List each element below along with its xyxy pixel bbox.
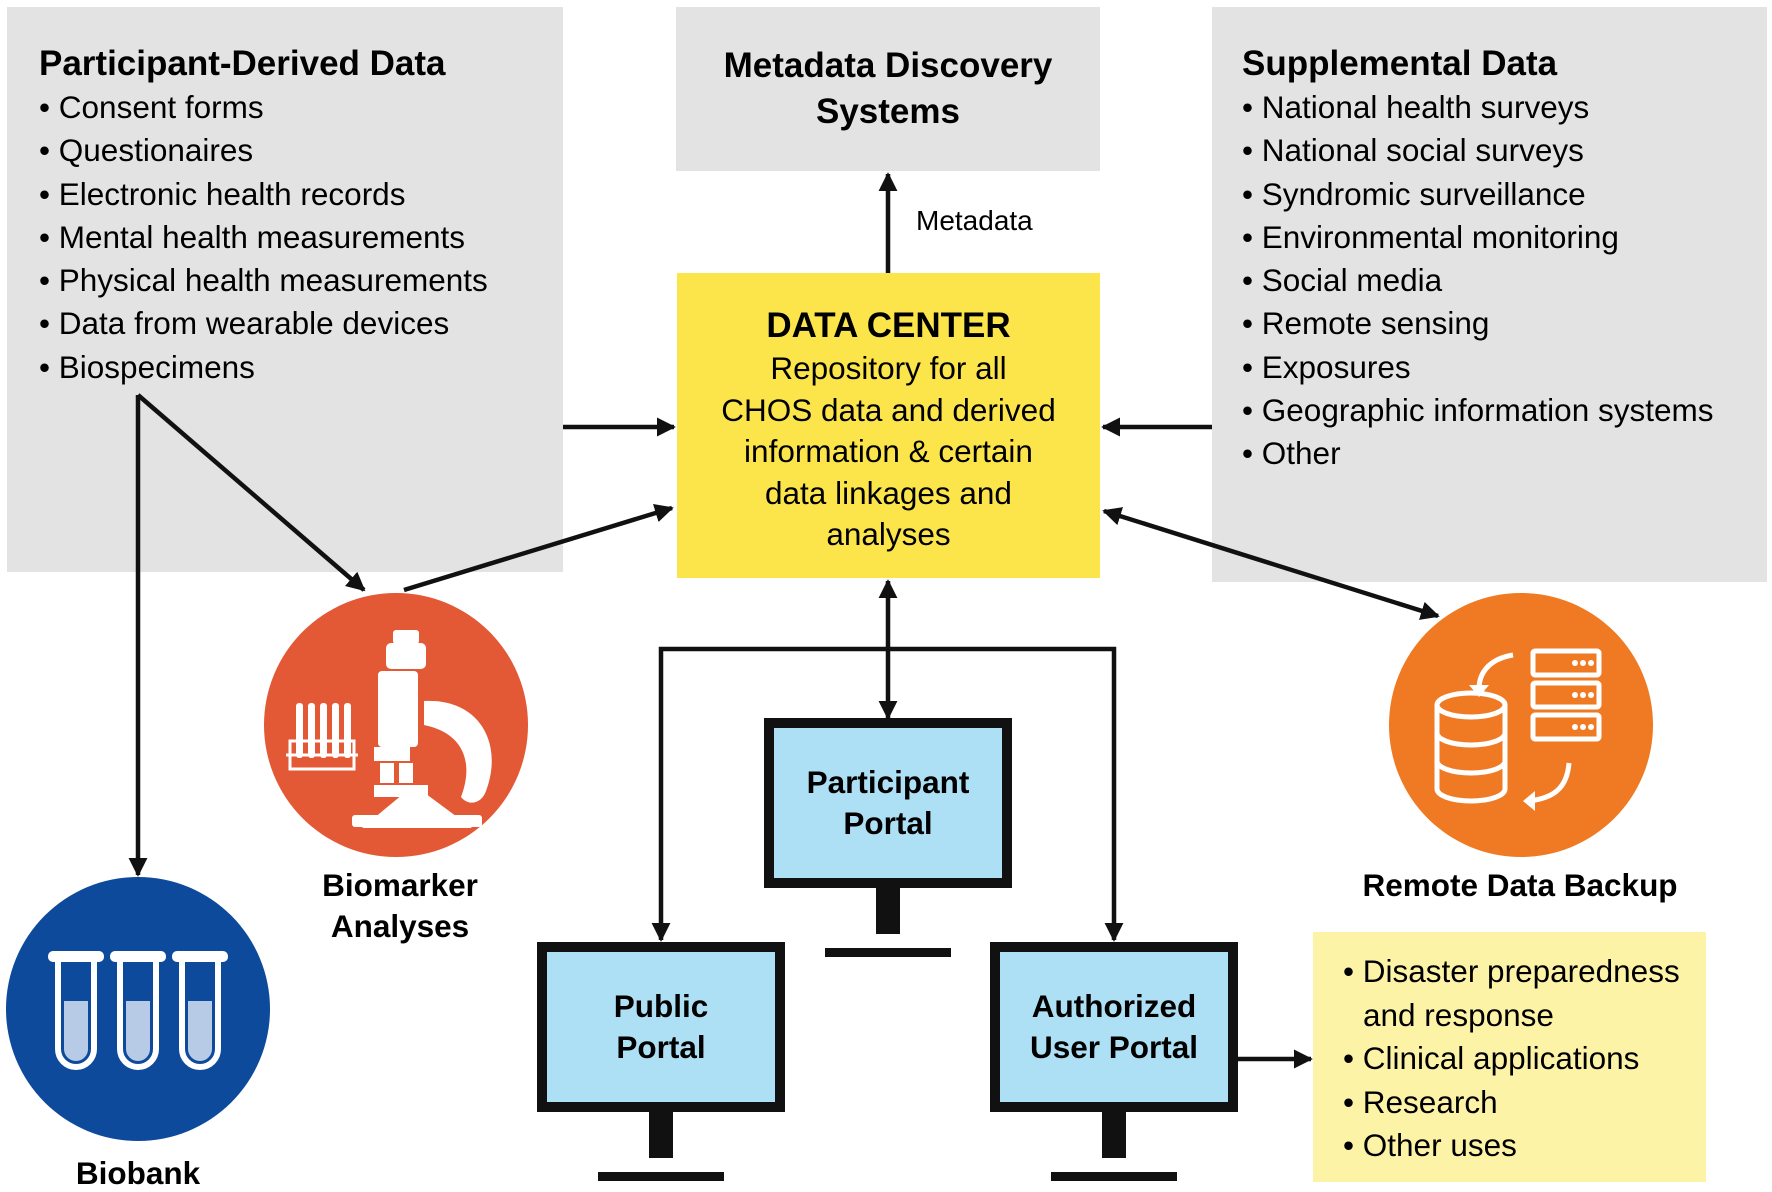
biobank-label: Biobank: [75, 1155, 201, 1191]
arrow-to-authorized-portal: [888, 646, 1124, 942]
arrow-biomarker-to-datacenter: [403, 503, 674, 593]
list-item: Environmental monitoring: [1242, 216, 1767, 259]
list-item: Biospecimens: [39, 346, 563, 389]
authorized-user-portal-monitor: Authorized User Portal: [990, 942, 1238, 1186]
biomarker-label-line2: Analyses: [330, 908, 470, 944]
list-item: Mental health measurements: [39, 216, 563, 259]
arrow-to-public-portal: [651, 646, 888, 942]
participant-portal-screen: Participant Portal: [764, 718, 1012, 888]
list-item: Electronic health records: [39, 173, 563, 216]
data-uses-box: Disaster preparedness and response Clini…: [1313, 932, 1706, 1182]
metadata-systems-title: Metadata Discovery Systems: [724, 43, 1053, 135]
metadata-systems-title-line2: Systems: [816, 92, 960, 131]
remote-data-backup-node: [1389, 593, 1653, 857]
data-center-title: DATA CENTER: [766, 306, 1011, 345]
list-item: Data from wearable devices: [39, 302, 563, 345]
supplemental-data-list: National health surveys National social …: [1242, 86, 1767, 476]
authorized-portal-line1: Authorized: [1031, 988, 1197, 1024]
public-portal-line2: Portal: [616, 1029, 706, 1065]
data-center-desc-line: data linkages and: [765, 474, 1012, 511]
test-tubes-icon: [48, 951, 228, 1070]
metadata-arrow-label: Metadata: [916, 205, 1033, 236]
database-server-icon: [1434, 648, 1602, 811]
participant-portal-label: Participant Portal: [807, 762, 970, 844]
authorized-portal-line2: User Portal: [1029, 1029, 1199, 1065]
participant-portal-line1: Participant: [806, 764, 970, 800]
public-portal-monitor: Public Portal: [537, 942, 785, 1186]
data-center-box: DATA CENTER Repository for all CHOS data…: [677, 273, 1100, 578]
public-portal-line1: Public: [613, 988, 709, 1024]
monitor-stand: [876, 888, 900, 934]
list-item: Disaster preparedness: [1343, 950, 1706, 994]
public-portal-screen: Public Portal: [537, 942, 785, 1112]
supplemental-data-title: Supplemental Data: [1242, 44, 1558, 83]
monitor-base: [1051, 1172, 1177, 1181]
list-item-continuation: and response: [1363, 996, 1554, 1033]
participant-derived-data-panel: Participant-Derived Data Consent forms Q…: [7, 7, 563, 572]
metadata-discovery-systems-box: Metadata Discovery Systems: [676, 7, 1100, 171]
list-item: Physical health measurements: [39, 259, 563, 302]
list-item: Remote sensing: [1242, 302, 1767, 345]
monitor-stand: [1102, 1112, 1126, 1158]
monitor-stand: [649, 1112, 673, 1158]
metadata-systems-title-line1: Metadata Discovery: [723, 46, 1053, 85]
list-item: Geographic information systems: [1242, 389, 1767, 432]
list-item: Social media: [1242, 259, 1767, 302]
biomarker-label-line1: Biomarker: [322, 867, 478, 903]
list-item: Consent forms: [39, 86, 563, 129]
list-item: National health surveys: [1242, 86, 1767, 129]
remote-backup-label: Remote Data Backup: [1362, 867, 1678, 903]
participant-portal-line2: Portal: [843, 805, 933, 841]
data-center-description: Repository for all CHOS data and derived…: [677, 348, 1100, 556]
data-center-desc-line: information & certain: [744, 433, 1033, 469]
authorized-portal-label: Authorized User Portal: [1030, 986, 1198, 1068]
list-item: Other: [1242, 432, 1767, 475]
list-item: Syndromic surveillance: [1242, 173, 1767, 216]
data-center-desc-line: CHOS data and derived: [721, 391, 1056, 428]
list-item: Other uses: [1343, 1124, 1706, 1168]
participant-portal-monitor: Participant Portal: [764, 718, 1012, 962]
participant-data-list: Consent forms Questionaires Electronic h…: [39, 86, 563, 389]
data-uses-list: Disaster preparedness and response Clini…: [1343, 950, 1706, 1168]
participant-data-title: Participant-Derived Data: [39, 44, 446, 83]
list-item: National social surveys: [1242, 129, 1767, 172]
microscope-icon: [286, 630, 492, 828]
list-item: Clinical applications: [1343, 1037, 1706, 1081]
data-center-desc-line: Repository for all: [770, 350, 1007, 386]
list-item: Research: [1343, 1081, 1706, 1125]
biomarker-label: Biomarker Analyses: [290, 865, 510, 947]
monitor-base: [598, 1172, 724, 1181]
list-item: Questionaires: [39, 129, 563, 172]
data-center-desc-line: analyses: [826, 516, 951, 552]
arrow-biospecimens-to-biomarker: [136, 393, 366, 592]
authorized-portal-screen: Authorized User Portal: [990, 942, 1238, 1112]
biobank-node: [6, 877, 270, 1141]
biomarker-analyses-node: [264, 593, 528, 857]
supplemental-data-panel: Supplemental Data National health survey…: [1212, 7, 1767, 582]
public-portal-label: Public Portal: [614, 986, 709, 1068]
monitor-base: [825, 948, 951, 957]
arrow-datacenter-remote-backup: [1102, 507, 1440, 620]
list-item: Exposures: [1242, 346, 1767, 389]
